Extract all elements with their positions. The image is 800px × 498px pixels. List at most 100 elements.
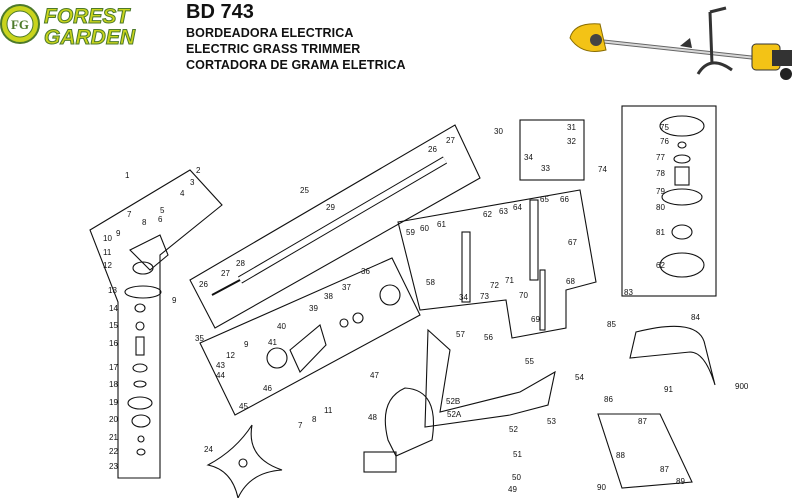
shoulder-strap (384, 387, 434, 457)
part-label-p89: 89 (676, 477, 685, 486)
part-label-p52A: 52A (447, 410, 462, 419)
group-outline-bracket (519, 119, 585, 181)
part-label-p87a: 87 (638, 417, 647, 426)
part-label-p91: 91 (664, 385, 673, 394)
part-label-p8b: 8 (312, 415, 317, 424)
part-label-p32: 32 (567, 137, 576, 146)
part-label-p69: 69 (531, 315, 540, 324)
part-label-p64: 64 (513, 203, 522, 212)
part-label-p85: 85 (607, 320, 616, 329)
part-label-p37: 37 (342, 283, 351, 292)
part-label-p54: 54 (575, 373, 584, 382)
part-label-p1: 1 (125, 171, 130, 180)
part-label-p43: 43 (216, 361, 225, 370)
part-label-p34b: 34 (459, 293, 468, 302)
part-label-p45: 45 (239, 402, 248, 411)
part-label-p7b: 7 (298, 421, 303, 430)
group-outline-blade-guard (597, 413, 693, 489)
part-label-p28: 28 (236, 259, 245, 268)
part-label-p62b: 62 (656, 261, 665, 270)
part-label-p47: 47 (370, 371, 379, 380)
part-label-p9c: 9 (244, 340, 249, 349)
part-label-p71: 71 (505, 276, 514, 285)
part-label-p90: 90 (597, 483, 606, 492)
part-label-p72: 72 (490, 281, 499, 290)
part-label-p23: 23 (109, 462, 118, 471)
part-label-p36: 36 (361, 267, 370, 276)
part-label-p11b: 11 (324, 406, 333, 415)
part-label-p70: 70 (519, 291, 528, 300)
part-label-p76: 76 (660, 137, 669, 146)
part-label-p16: 16 (109, 339, 118, 348)
part-label-p58: 58 (426, 278, 435, 287)
part-label-p27b: 27 (221, 269, 230, 278)
part-label-p62a: 62 (483, 210, 492, 219)
part-label-p18: 18 (109, 380, 118, 389)
part-label-p68: 68 (566, 277, 575, 286)
part-label-p80: 80 (656, 203, 665, 212)
group-outline-throttle (397, 189, 597, 339)
part-label-p9b: 9 (172, 296, 177, 305)
group-outline-gearhead (89, 169, 223, 479)
part-label-p65: 65 (540, 195, 549, 204)
part-label-p56: 56 (484, 333, 493, 342)
part-label-p87b: 87 (660, 465, 669, 474)
part-label-p29: 29 (326, 203, 335, 212)
part-label-p17: 17 (109, 363, 118, 372)
trimmer-product-illustration (569, 6, 792, 80)
part-label-p40: 40 (277, 322, 286, 331)
product-name-english: ELECTRIC GRASS TRIMMER (186, 42, 361, 56)
part-label-p6: 6 (158, 215, 163, 224)
part-label-p7a: 7 (127, 210, 132, 219)
part-label-p20: 20 (109, 415, 118, 424)
part-label-p84: 84 (691, 313, 700, 322)
part-label-p57: 57 (456, 330, 465, 339)
part-label-p60: 60 (420, 224, 429, 233)
part-label-p10: 10 (103, 234, 112, 243)
part-label-p34a: 34 (524, 153, 533, 162)
product-name-portuguese: CORTADORA DE GRAMA ELETRICA (186, 58, 406, 72)
logo-badge-inner (6, 10, 34, 38)
part-label-p74: 74 (598, 165, 607, 174)
part-label-p52: 52 (509, 425, 518, 434)
part-label-p13: 13 (108, 286, 117, 295)
part-label-p48: 48 (368, 413, 377, 422)
part-label-p3: 3 (190, 178, 195, 187)
part-label-p79: 79 (656, 187, 665, 196)
part-label-p25: 25 (300, 186, 309, 195)
part-label-p12a: 12 (103, 261, 112, 270)
part-label-p12b: 12 (226, 351, 235, 360)
part-label-p22: 22 (109, 447, 118, 456)
part-label-p26a: 26 (428, 145, 437, 154)
part-label-p27a: 27 (446, 136, 455, 145)
part-label-p30: 30 (494, 127, 503, 136)
blade-guard-body (629, 325, 716, 386)
part-label-p83: 83 (624, 288, 633, 297)
part-label-p21: 21 (109, 433, 118, 442)
cutting-blade (206, 424, 283, 498)
part-label-p900: 900 (735, 382, 749, 391)
group-outline-clutch (199, 257, 421, 416)
part-label-p88: 88 (616, 451, 625, 460)
part-label-p8a: 8 (142, 218, 147, 227)
product-name-spanish: BORDEADORA ELECTRICA (186, 26, 354, 40)
logo-word-forest: FOREST (44, 5, 131, 28)
part-label-p26b: 26 (199, 280, 208, 289)
part-label-p78: 78 (656, 169, 665, 178)
group-outline-drive-shaft (189, 124, 481, 329)
part-label-p75: 75 (660, 123, 669, 132)
part-label-p63: 63 (499, 207, 508, 216)
part-label-p5: 5 (160, 206, 165, 215)
part-label-p46: 46 (263, 384, 272, 393)
part-label-p86: 86 (604, 395, 613, 404)
part-label-p31: 31 (567, 123, 576, 132)
logo-word-garden: GARDEN (44, 26, 136, 48)
part-label-p15: 15 (109, 321, 118, 330)
part-label-p2: 2 (196, 166, 201, 175)
group-outline-engine-clutch (621, 105, 717, 297)
part-label-p50: 50 (512, 473, 521, 482)
part-label-p77: 77 (656, 153, 665, 162)
logo-badge-text: FG (11, 17, 29, 32)
part-label-p73: 73 (480, 292, 489, 301)
